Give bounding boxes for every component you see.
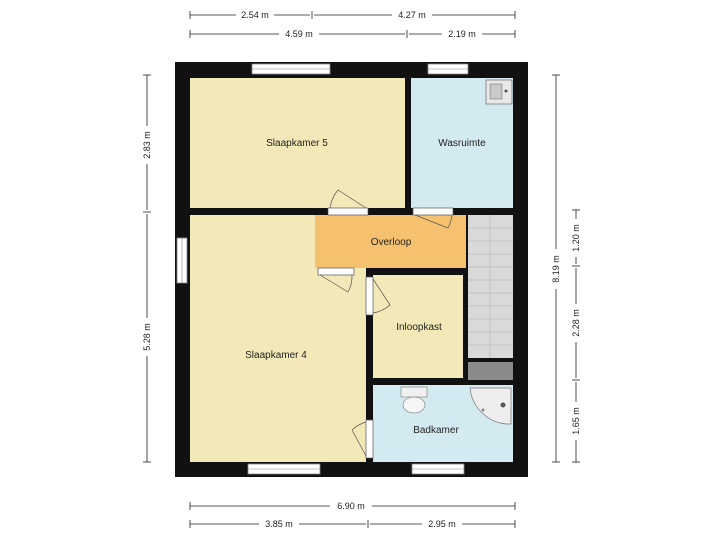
shower-badkamer — [469, 387, 512, 425]
stairs — [468, 215, 513, 358]
dim-top-2-54: 2.54 m — [241, 10, 269, 20]
dim-bottom-row2 — [189, 520, 516, 528]
dim-right-2-28: 2.28 m — [571, 309, 581, 337]
label-slaapkamer-5: Slaapkamer 5 — [266, 138, 328, 149]
dim-bottom-6-90: 6.90 m — [337, 501, 365, 511]
room-slaapkamer-5[interactable] — [190, 78, 405, 208]
dim-top-4-27: 4.27 m — [398, 10, 426, 20]
room-inloopkast[interactable] — [373, 275, 463, 378]
label-slaapkamer-4: Slaapkamer 4 — [245, 350, 307, 361]
dim-right-1-20: 1.20 m — [571, 224, 581, 252]
dim-bottom-3-85: 3.85 m — [265, 519, 293, 529]
label-overloop: Overloop — [371, 237, 412, 248]
stairs-landing — [468, 362, 513, 380]
doors — [317, 189, 454, 459]
stair-treads — [468, 215, 513, 358]
dim-top-2-19: 2.19 m — [448, 29, 476, 39]
sink-wasruimte — [485, 79, 513, 105]
label-wasruimte: Wasruimte — [438, 138, 486, 149]
toilet-badkamer — [400, 386, 428, 414]
dim-left-5-28: 5.28 m — [142, 323, 152, 351]
dim-right-1-65: 1.65 m — [571, 407, 581, 435]
dim-top-4-59: 4.59 m — [285, 29, 313, 39]
dim-right-8-19: 8.19 m — [551, 255, 561, 283]
room-overloop[interactable] — [315, 215, 466, 268]
window-panes — [181, 68, 468, 470]
label-badkamer: Badkamer — [413, 425, 459, 436]
dim-bottom-2-95: 2.95 m — [428, 519, 456, 529]
label-inloopkast: Inloopkast — [396, 322, 442, 333]
dim-left-2-83: 2.83 m — [142, 131, 152, 159]
